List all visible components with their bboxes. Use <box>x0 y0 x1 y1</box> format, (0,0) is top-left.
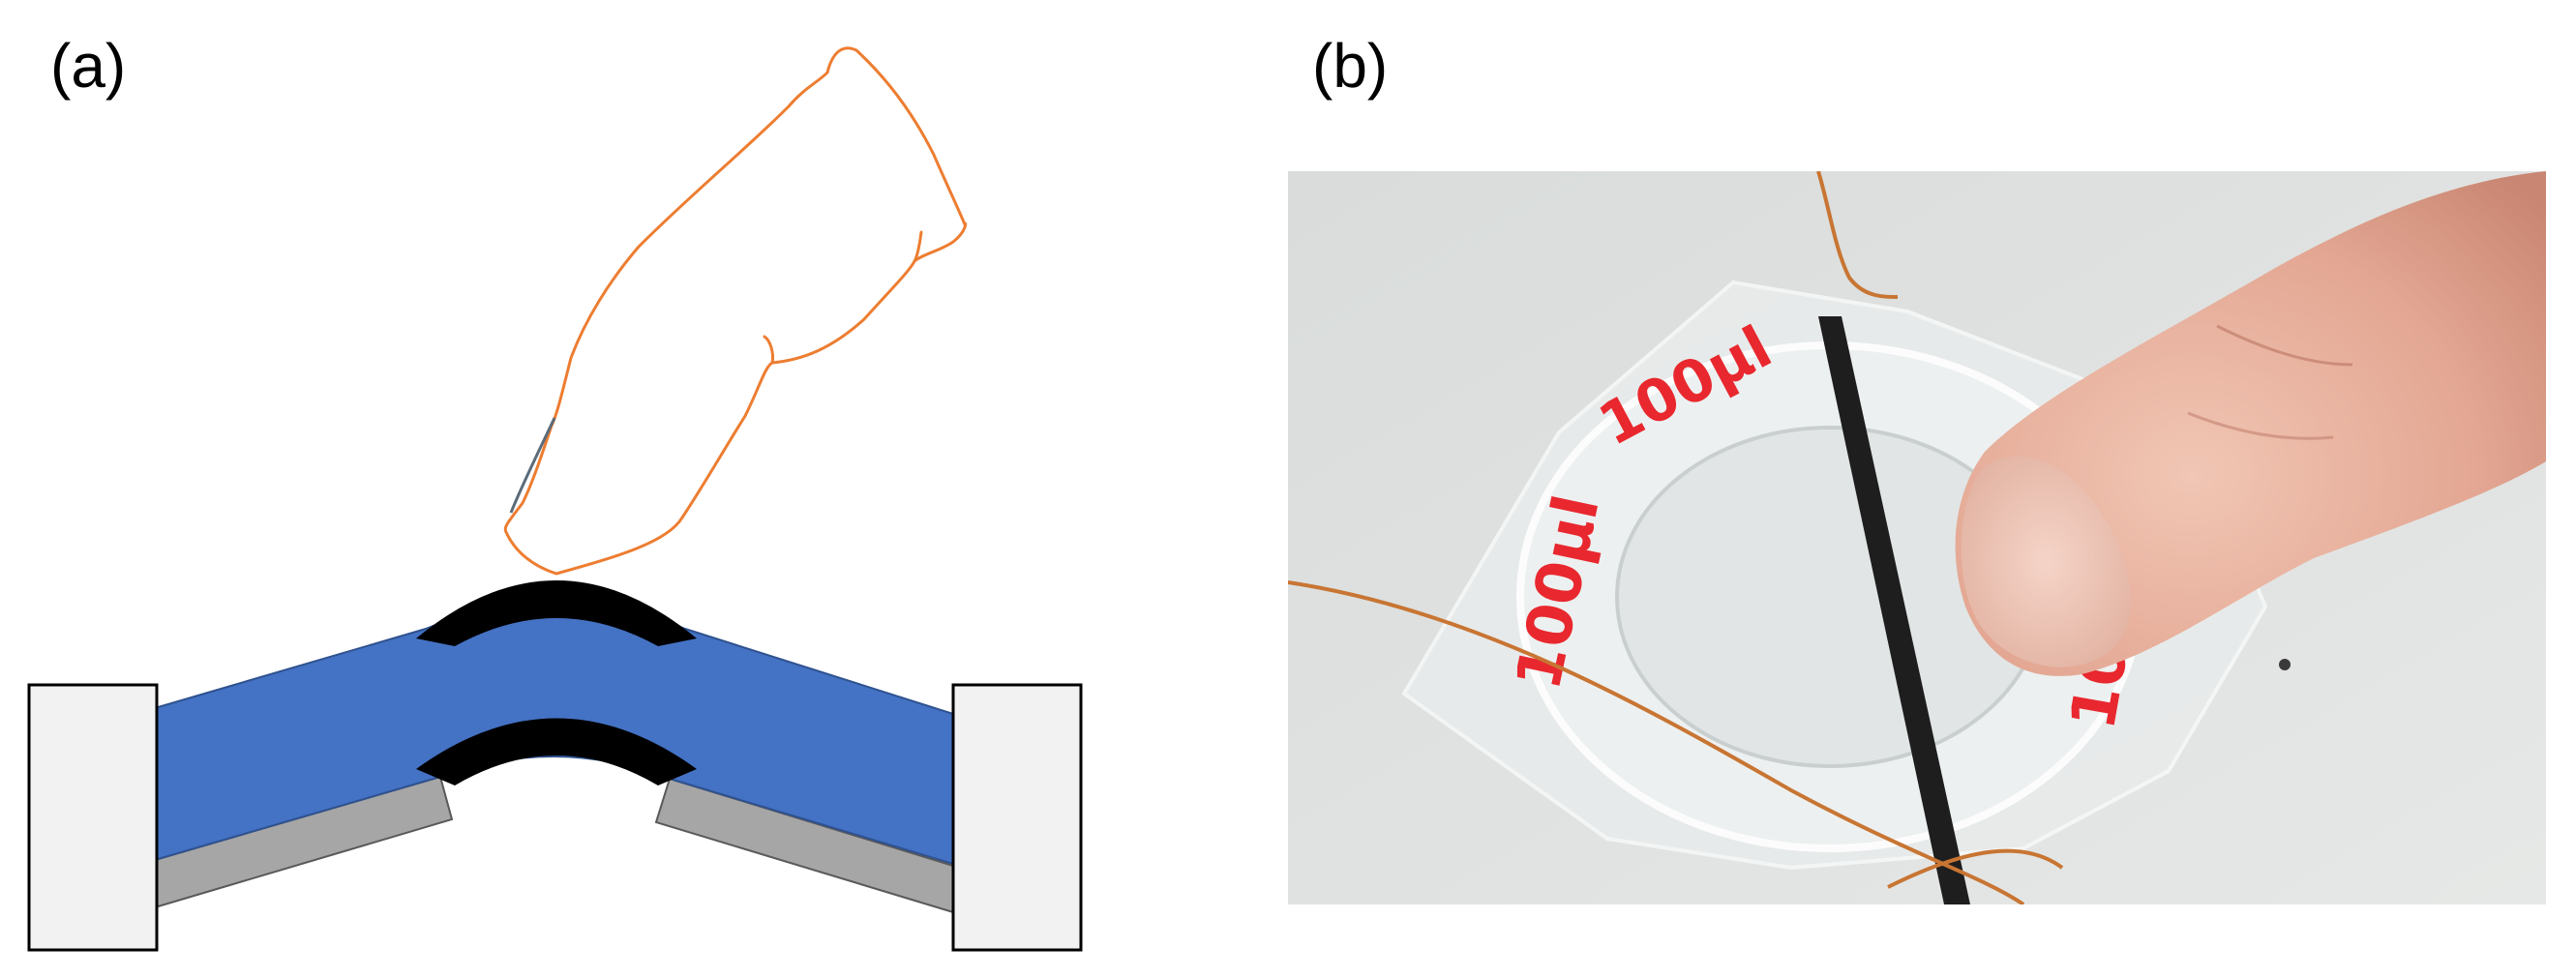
finger-icon <box>1955 171 2546 676</box>
right-clamp <box>951 683 1083 952</box>
bending-diagram <box>27 46 1083 952</box>
copper-wires <box>1288 171 2064 904</box>
sensor-photo: 100μl 100μl 100μl <box>1288 171 2546 904</box>
panel-b-label: (b) <box>1312 31 1389 101</box>
bottom-electrode <box>416 718 697 785</box>
finger-outline-icon <box>503 46 968 576</box>
left-clamp <box>27 683 159 952</box>
electrode-strip <box>1818 316 1970 904</box>
speck <box>2279 659 2291 670</box>
fingernail-edge <box>509 417 556 514</box>
top-electrode <box>416 580 697 646</box>
panel-a-label: (a) <box>50 31 127 101</box>
